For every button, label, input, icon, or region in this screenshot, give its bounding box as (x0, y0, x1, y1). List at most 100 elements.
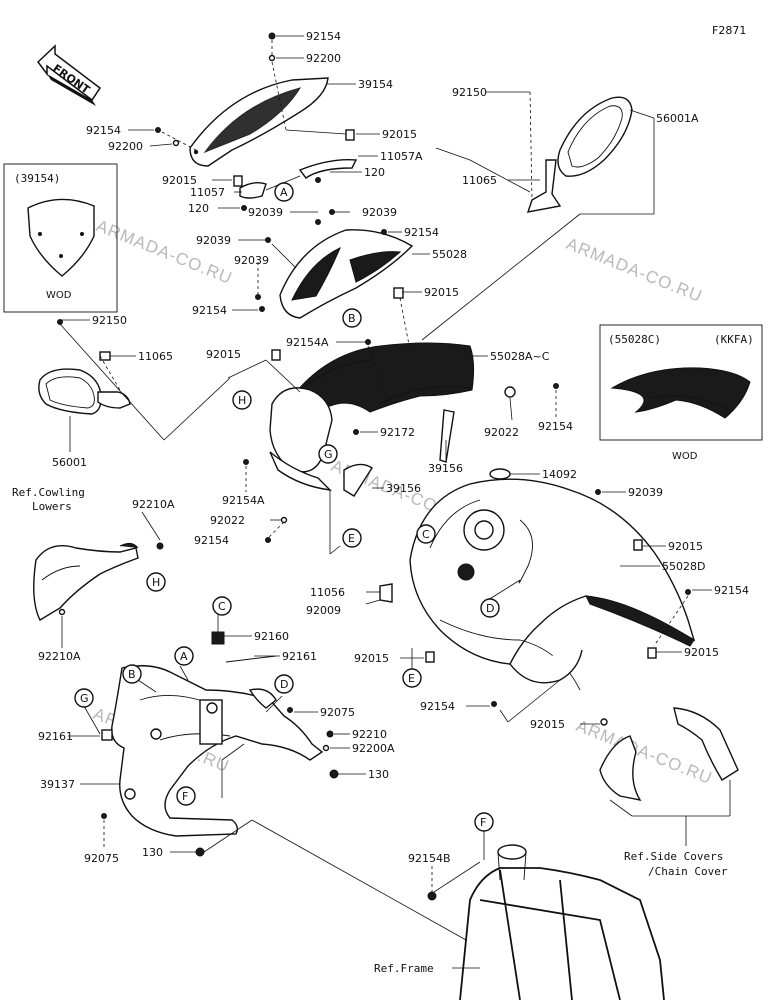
inset-cowl-header-left: (55028C) (608, 333, 661, 346)
svg-text:D: D (280, 678, 288, 691)
label-92015-f: 92015 (684, 646, 719, 659)
label-92154-c: 92154 (404, 226, 439, 239)
inner-cover (269, 387, 333, 491)
label-56001: 56001 (52, 456, 87, 469)
label-92015-g: 92015 (354, 652, 389, 665)
label-ref-chain-cover: /Chain Cover (648, 865, 728, 878)
label-55028ac: 55028A~C (490, 350, 550, 363)
label-14092: 14092 (542, 468, 577, 481)
label-92154-h: 92154 (420, 700, 455, 713)
label-92154-f: 92154 (194, 534, 229, 547)
svg-text:A: A (280, 186, 288, 199)
label-92154-d: 92154 (192, 304, 227, 317)
svg-text:B: B (128, 668, 136, 681)
frame (459, 844, 665, 1000)
label-92200-left: 92200 (108, 140, 143, 153)
label-ref-cowling: Ref.Cowling (12, 486, 85, 499)
callout-e-1: E (342, 528, 362, 548)
label-92200-top: 92200 (306, 52, 341, 65)
label-92161-a: 92161 (282, 650, 317, 663)
label-130-a: 130 (368, 768, 389, 781)
label-92154-left: 92154 (86, 124, 121, 137)
cowl-stay (111, 665, 324, 837)
svg-text:H: H (238, 394, 246, 407)
cowling-lower-part (33, 542, 139, 621)
label-92009: 92009 (306, 604, 341, 617)
label-130-b: 130 (142, 846, 163, 859)
label-55028d: 55028D (662, 560, 705, 573)
label-92154b: 92154B (408, 852, 451, 865)
callout-e-2: E (402, 668, 422, 688)
label-39154: 39154 (358, 78, 393, 91)
label-39156-a: 39156 (428, 462, 463, 475)
watermark-2: ARMADA-CO.RU (564, 234, 706, 306)
callout-a-1: A (274, 182, 294, 202)
figure-code: F2871 (712, 24, 746, 37)
label-11057a: 11057A (380, 150, 423, 163)
label-92154a-b: 92154A (222, 494, 265, 507)
label-92150-l: 92150 (92, 314, 127, 327)
label-92154-g: 92154 (714, 584, 749, 597)
svg-text:C: C (218, 600, 226, 613)
callout-b-2: B (122, 664, 142, 684)
label-92015-a: 92015 (382, 128, 417, 141)
label-92172: 92172 (380, 426, 415, 439)
label-56001a: 56001A (656, 112, 699, 125)
inset-cowl: (55028C) (KKFA) WOD (599, 324, 763, 462)
label-11065-r: 11065 (462, 174, 497, 187)
inset-windshield-variant: WOD (46, 290, 72, 301)
label-92160: 92160 (254, 630, 289, 643)
label-92200a: 92200A (352, 742, 395, 755)
callout-d-2: D (274, 674, 294, 694)
label-11057: 11057 (190, 186, 225, 199)
label-92075-a: 92075 (320, 706, 355, 719)
callout-g-1: G (318, 444, 338, 464)
mirror-left (38, 368, 131, 415)
callout-f-2: F (474, 812, 494, 832)
inset-windshield-header: (39154) (14, 172, 60, 185)
label-ref-lowers: Lowers (32, 500, 72, 513)
callouts: A B H G E C H D C A E B D G F F (74, 182, 500, 832)
label-92210a-b: 92210A (38, 650, 81, 663)
label-92022-b: 92022 (210, 514, 245, 527)
callout-c-1: C (416, 524, 436, 544)
label-ref-frame: Ref.Frame (374, 962, 434, 975)
callout-b-1: B (342, 308, 362, 328)
label-92015-b: 92015 (162, 174, 197, 187)
label-92154-e: 92154 (538, 420, 573, 433)
front-arrow-icon: FRONT (36, 44, 102, 106)
callout-f-1: F (176, 786, 196, 806)
label-92075-b: 92075 (84, 852, 119, 865)
svg-text:G: G (80, 692, 89, 705)
callout-a-2: A (174, 646, 194, 666)
label-92210: 92210 (352, 728, 387, 741)
label-92039-e: 92039 (628, 486, 663, 499)
svg-text:H: H (152, 576, 160, 589)
upper-cowl (295, 342, 475, 413)
svg-text:G: G (324, 448, 333, 461)
leader-lines (59, 35, 731, 969)
tank-cover (409, 478, 696, 691)
svg-text:D: D (486, 602, 494, 615)
label-92015-c: 92015 (424, 286, 459, 299)
part-labels: 92154 92200 39154 92154 92200 92015 1105… (12, 30, 749, 975)
label-92210a-a: 92210A (132, 498, 175, 511)
label-92015-e: 92015 (668, 540, 703, 553)
callout-h-2: H (146, 572, 166, 592)
inset-windshield: (39154) WOD (3, 163, 118, 313)
watermark-1: ARMADA-CO.RU (94, 216, 236, 288)
label-ref-side-covers: Ref.Side Covers (624, 850, 723, 863)
label-120-a: 120 (364, 166, 385, 179)
meter-cover (279, 229, 414, 319)
label-92015-d: 92015 (206, 348, 241, 361)
label-92154a-a: 92154A (286, 336, 329, 349)
label-92039-c: 92039 (196, 234, 231, 247)
label-92015-h: 92015 (530, 718, 565, 731)
label-92022-a: 92022 (484, 426, 519, 439)
side-covers (599, 707, 739, 801)
svg-text:C: C (422, 528, 430, 541)
label-11056: 11056 (310, 586, 345, 599)
svg-text:E: E (408, 672, 415, 685)
